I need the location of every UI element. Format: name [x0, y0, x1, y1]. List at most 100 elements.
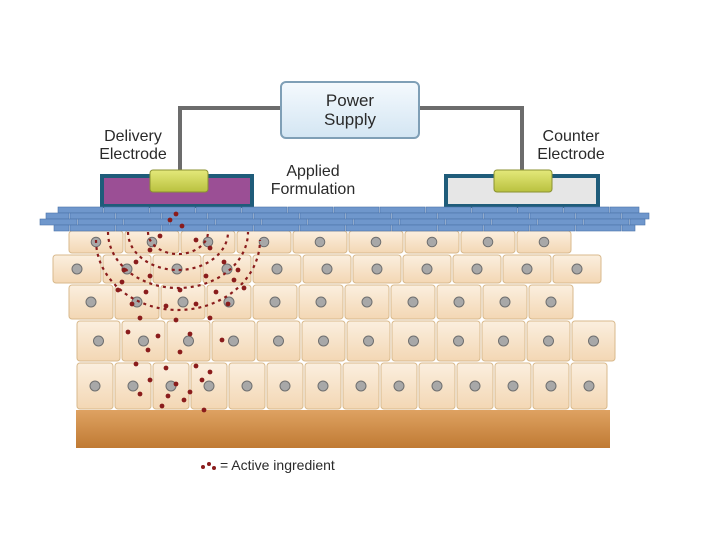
cell-nucleus: [371, 263, 383, 275]
cell-nucleus: [363, 335, 374, 347]
cell-nucleus: [426, 236, 438, 248]
cell-nucleus: [271, 263, 283, 275]
corneum-brick: [333, 206, 380, 214]
corneum-brick: [483, 224, 530, 232]
active-ingredient-particles: [115, 211, 247, 413]
corneum-brick: [345, 212, 392, 220]
cell-nucleus: [258, 236, 270, 248]
delivery-contact-pad: [149, 169, 209, 193]
corneum-brick: [115, 212, 162, 220]
active-ingredient-particle: [221, 259, 227, 265]
corneum-brick: [299, 212, 346, 220]
cell-nucleus: [138, 335, 149, 347]
cell-nucleus: [221, 263, 233, 275]
cell-nucleus: [583, 380, 595, 392]
diffusion-arc: [126, 231, 230, 272]
corneum-brick: [69, 224, 116, 232]
active-ingredient-particle: [241, 285, 247, 291]
corneum-brick: [45, 212, 70, 220]
corneum-brick: [261, 218, 308, 226]
corneum-brick: [583, 218, 630, 226]
corneum-brick: [529, 212, 576, 220]
active-ingredient-particle: [143, 289, 149, 295]
active-ingredient-particle: [115, 287, 121, 293]
cell-nucleus: [93, 335, 104, 347]
active-ingredient-particle: [179, 223, 185, 229]
corneum-brick: [379, 206, 426, 214]
active-ingredient-particle: [145, 347, 151, 353]
cell-nucleus: [361, 296, 373, 308]
diffusion-arc: [106, 231, 250, 290]
applied-formulation-label: Applied Formulation: [258, 163, 368, 199]
corneum-brick: [437, 212, 484, 220]
active-ingredient-particle: [193, 363, 199, 369]
corneum-brick: [253, 224, 300, 232]
corneum-brick: [621, 212, 650, 220]
cell-nucleus: [314, 236, 326, 248]
cell-nucleus: [543, 335, 554, 347]
active-ingredient-particle: [137, 315, 143, 321]
active-ingredient-particle: [173, 381, 179, 387]
corneum-brick: [307, 218, 354, 226]
corneum-brick: [299, 224, 346, 232]
cell-nucleus: [315, 296, 327, 308]
counter-contact-pad: [493, 169, 553, 193]
corneum-brick: [529, 224, 576, 232]
cell-nucleus: [421, 263, 433, 275]
cell-nucleus: [538, 236, 550, 248]
active-ingredient-particle: [207, 315, 213, 321]
cell-nucleus: [545, 380, 557, 392]
active-ingredient-particle: [119, 279, 125, 285]
active-ingredient-particle: [173, 211, 179, 217]
corneum-brick: [425, 206, 472, 214]
active-ingredient-particle: [163, 365, 169, 371]
active-ingredient-particle: [147, 377, 153, 383]
diffusion-arc: [146, 231, 210, 256]
active-ingredient-particle: [235, 267, 241, 273]
active-ingredient-particle: [155, 333, 161, 339]
corneum-brick: [575, 224, 622, 232]
active-ingredient-particle: [147, 247, 153, 253]
active-ingredient-particle: [193, 301, 199, 307]
corneum-brick: [149, 206, 196, 214]
active-ingredient-particle: [213, 289, 219, 295]
cell-nucleus: [431, 380, 443, 392]
cell-nucleus: [127, 380, 139, 392]
active-ingredient-particle: [201, 407, 207, 413]
formulation-label-line1: Applied: [286, 163, 340, 180]
formulation-label-line2: Formulation: [270, 181, 356, 198]
active-ingredient-particle: [231, 277, 237, 283]
cell-nucleus: [507, 380, 519, 392]
corneum-brick: [537, 218, 584, 226]
cell-nucleus: [317, 380, 329, 392]
active-ingredient-particle: [199, 377, 205, 383]
active-ingredient-particle: [129, 301, 135, 307]
cell-nucleus: [482, 236, 494, 248]
corneum-brick: [483, 212, 530, 220]
corneum-brick: [53, 224, 70, 232]
cell-nucleus: [393, 380, 405, 392]
active-ingredient-particle: [177, 349, 183, 355]
corneum-brick: [471, 206, 518, 214]
cell-nucleus: [499, 296, 511, 308]
corneum-brick: [77, 218, 124, 226]
cell-nucleus: [183, 335, 194, 347]
corneum-brick: [609, 206, 640, 214]
counter-label-line2: Electrode: [537, 146, 605, 163]
cell-nucleus: [521, 263, 533, 275]
active-ingredient-particle: [163, 303, 169, 309]
cell-nucleus: [498, 335, 509, 347]
active-ingredient-legend-icon: [200, 458, 216, 472]
delivery-label-line1: Delivery: [104, 128, 162, 145]
corneum-brick: [287, 206, 334, 214]
diffusion-arcs: [94, 231, 262, 312]
active-ingredient-particle: [203, 273, 209, 279]
cell-nucleus: [89, 380, 101, 392]
cell-nucleus: [453, 296, 465, 308]
active-ingredient-particle: [181, 397, 187, 403]
cell-nucleus: [588, 335, 599, 347]
corneum-brick: [391, 212, 438, 220]
cell-nucleus: [318, 335, 329, 347]
active-ingredient-particle: [159, 403, 165, 409]
